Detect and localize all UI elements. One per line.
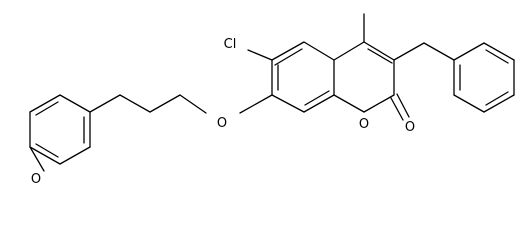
- ring-oxygen-label: O: [359, 117, 369, 132]
- ether-oxygen-label: O: [217, 116, 227, 131]
- carbonyl-oxygen-label: O: [405, 120, 415, 135]
- substituent-bonds: [149, 13, 455, 114]
- methoxyphenyl-ring: [29, 94, 151, 172]
- methoxy-oxygen-label: O: [31, 172, 41, 187]
- benzyl-phenyl-ring: [453, 42, 515, 113]
- coumarin-core-bonds: [271, 41, 410, 121]
- chlorine-label: Cl: [224, 37, 237, 52]
- molecule-structure-diagram: Cl O O O O: [29, 13, 515, 187]
- atom-labels: Cl O O O O: [31, 37, 415, 187]
